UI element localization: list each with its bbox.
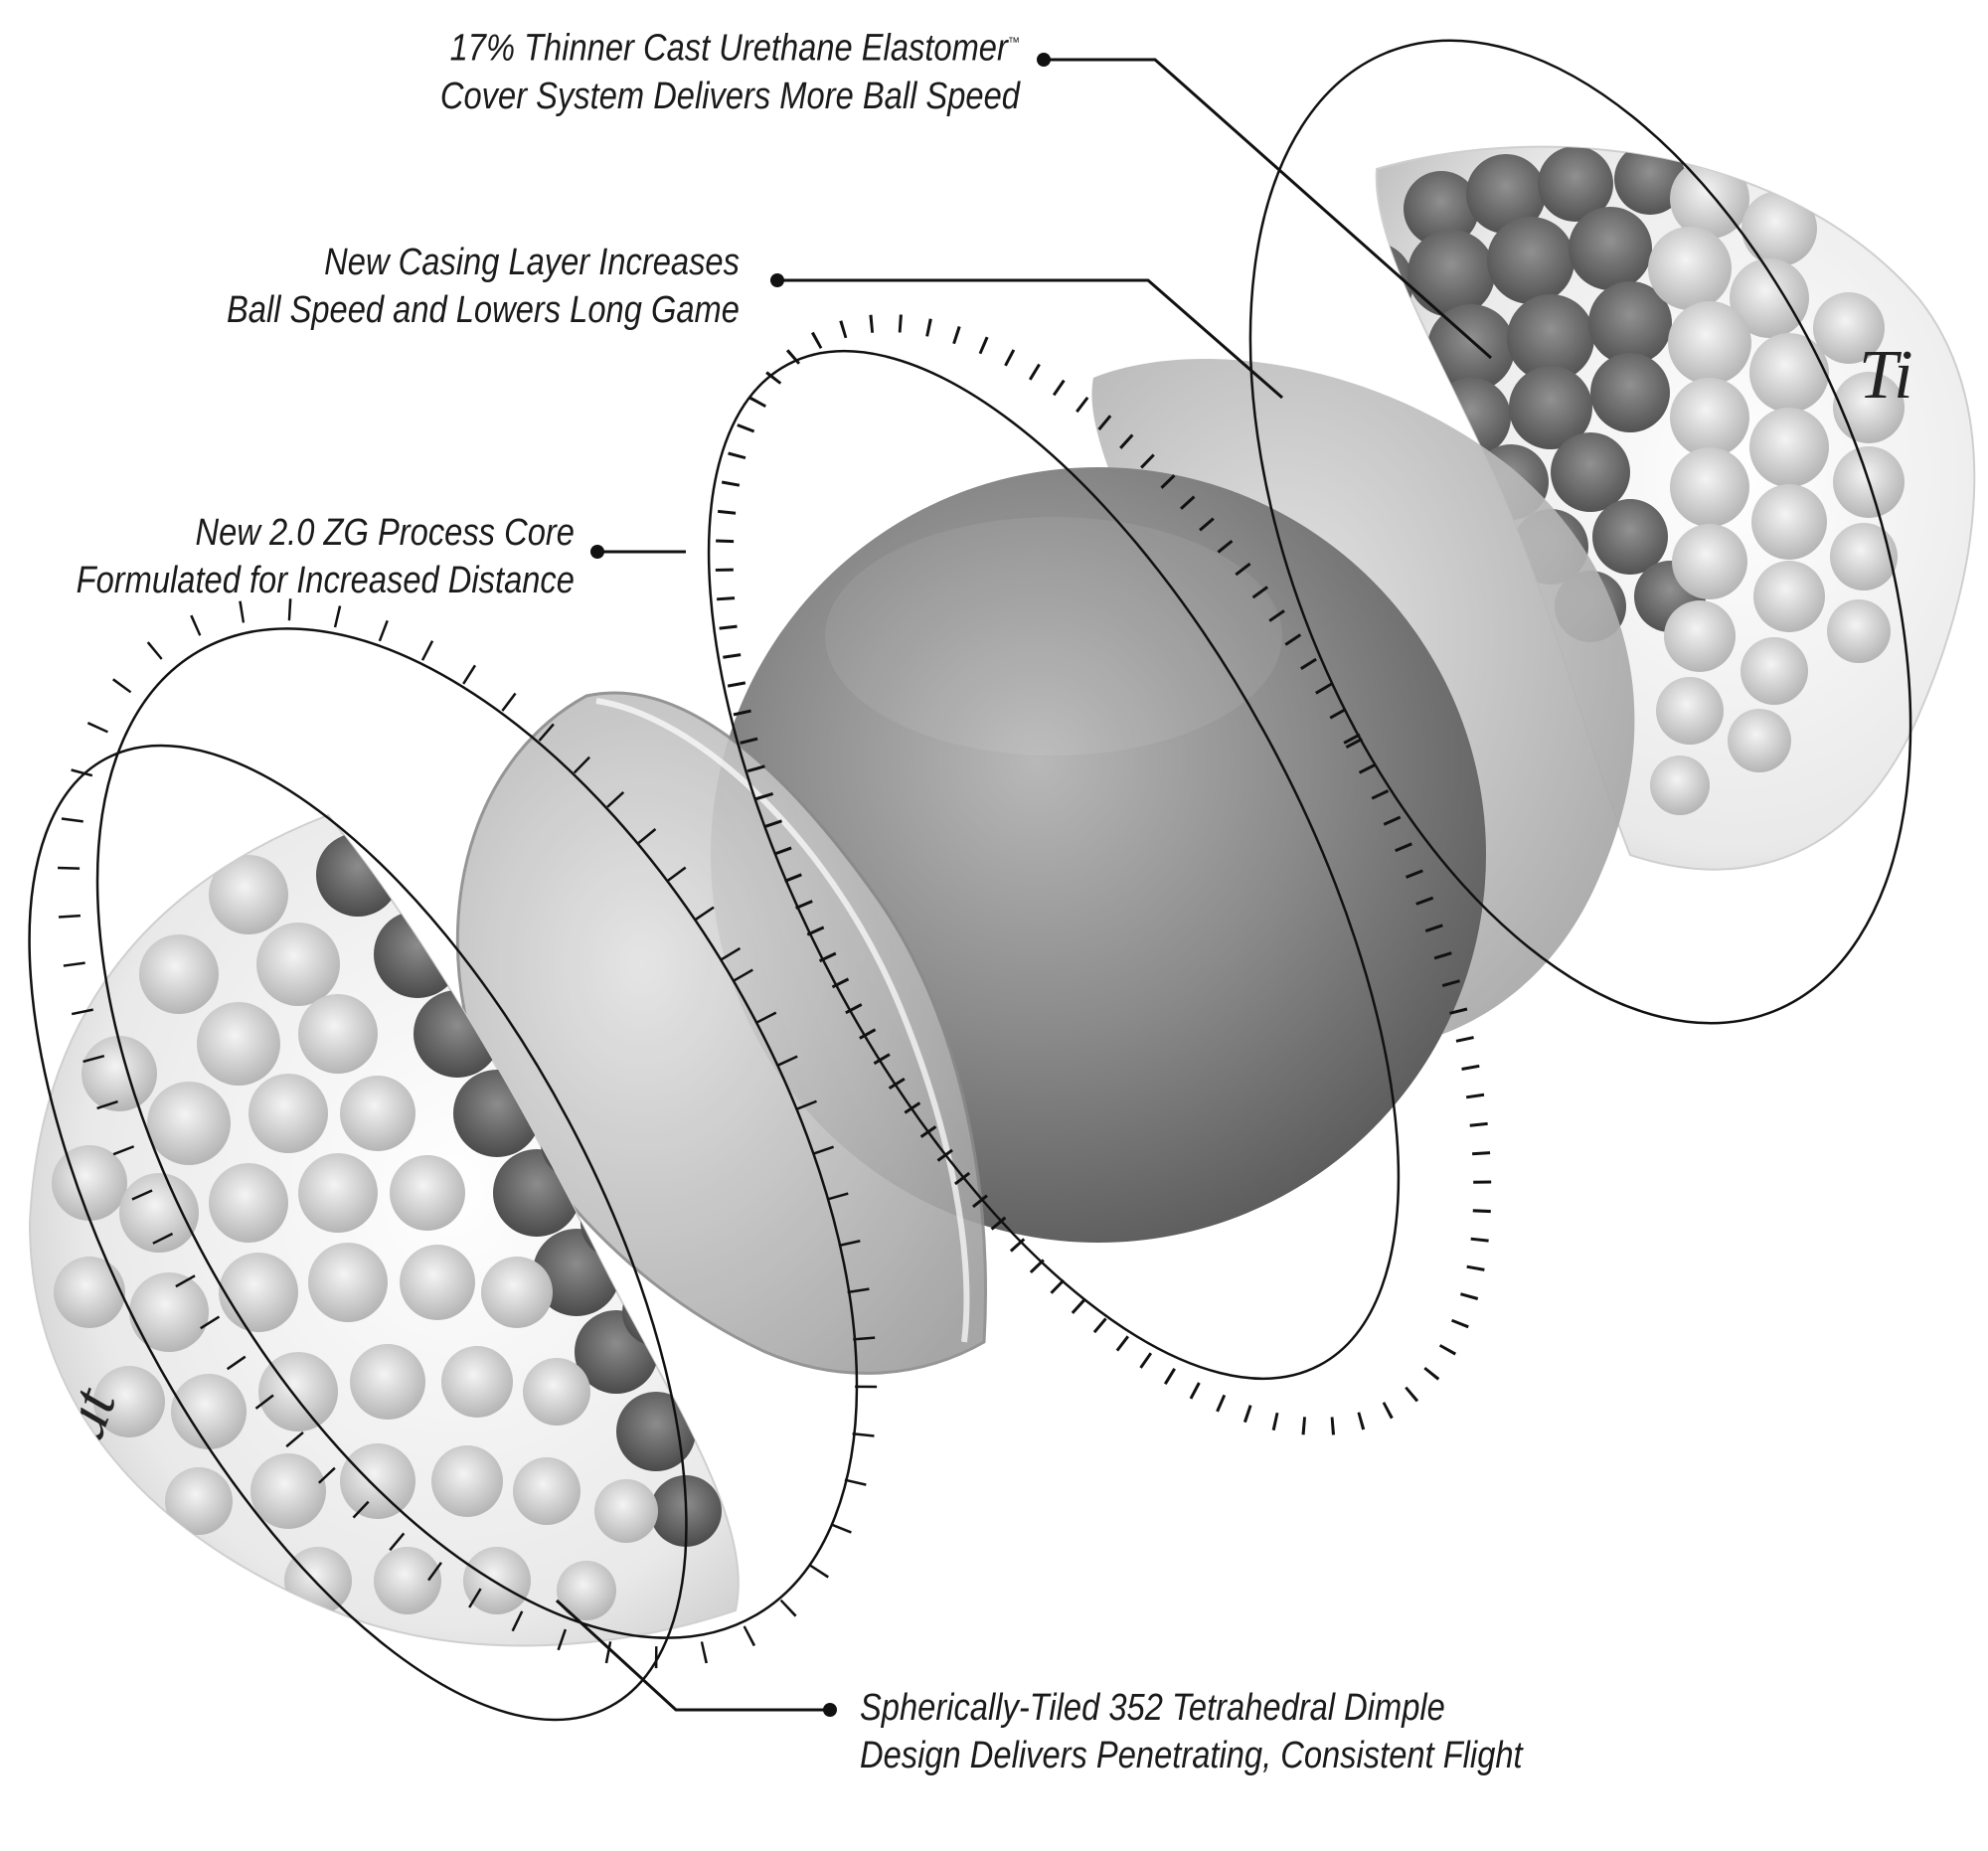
leader-lines bbox=[555, 58, 1492, 1712]
trademark-mark: ™ bbox=[1007, 34, 1020, 50]
callout-cover-line1-text: 17% Thinner Cast Urethane Elastomer bbox=[449, 27, 1008, 70]
leader-dots bbox=[590, 53, 1051, 1717]
callout-dimple: Spherically-Tiled 352 Tetrahedral Dimple… bbox=[860, 1684, 1523, 1779]
leader-dot-cover bbox=[1037, 53, 1051, 67]
logo-script-fragment: Ti bbox=[1859, 337, 1913, 414]
right-cover-dimples: Ti bbox=[1376, 146, 1913, 815]
leader-dot-casing bbox=[770, 273, 784, 287]
casing-tick-ring bbox=[715, 314, 1492, 1435]
tick-rings bbox=[57, 314, 1492, 1669]
callout-casing-line1: New Casing Layer Increases bbox=[324, 242, 740, 283]
callout-casing: New Casing Layer Increases Ball Speed an… bbox=[227, 239, 740, 334]
leader-dot-dimple bbox=[823, 1703, 837, 1717]
casing-shell-left bbox=[455, 691, 987, 1375]
cover-ring-right bbox=[1248, 39, 1912, 1025]
leader-casing bbox=[777, 278, 1283, 400]
callout-dimple-line1: Spherically-Tiled 352 Tetrahedral Dimple bbox=[860, 1687, 1445, 1729]
left-cover-half: at bbox=[28, 813, 740, 1647]
leader-cover bbox=[1044, 58, 1492, 360]
callout-cover-line1: 17% Thinner Cast Urethane Elastomer™ bbox=[440, 18, 1020, 73]
cover-ring-left-outer bbox=[95, 627, 859, 1639]
callout-cover: 17% Thinner Cast Urethane Elastomer™ Cov… bbox=[440, 18, 1020, 120]
callout-core-line1: New 2.0 ZG Process Core bbox=[195, 512, 575, 554]
right-cover-half: Ti bbox=[1375, 145, 1976, 871]
core-ring bbox=[707, 349, 1401, 1381]
cover-ring-left-inner bbox=[28, 744, 688, 1722]
callout-dimple-line2: Design Delivers Penetrating, Consistent … bbox=[860, 1735, 1523, 1776]
callout-core-line2: Formulated for Increased Distance bbox=[76, 560, 575, 601]
callout-cover-line2: Cover System Delivers More Ball Speed bbox=[439, 75, 1020, 117]
leader-dot-core bbox=[590, 545, 604, 559]
leader-dimple bbox=[555, 1599, 830, 1712]
callout-casing-line2: Ball Speed and Lowers Long Game bbox=[227, 289, 740, 331]
callout-core: New 2.0 ZG Process Core Formulated for I… bbox=[77, 509, 575, 604]
dimple-tick-ring bbox=[57, 597, 878, 1669]
